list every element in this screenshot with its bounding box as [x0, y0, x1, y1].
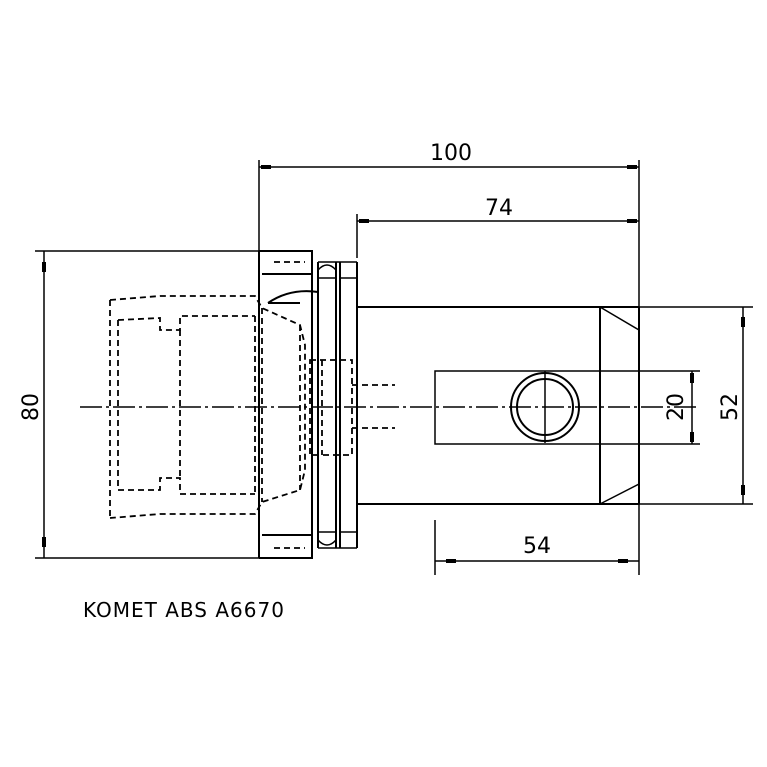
hidden-drive-features: [309, 359, 395, 456]
dimension-label-slot-length: 54: [523, 534, 551, 559]
dimension-label-body-diameter: 52: [718, 393, 743, 421]
dimension-shank-length: 74: [357, 196, 639, 223]
tool-holder-flange: [258, 250, 358, 559]
dimension-label-overall-length: 100: [430, 141, 472, 166]
part-number-caption: KOMET ABS A6670: [83, 598, 285, 622]
dimension-slot-length: 54: [435, 534, 639, 563]
dimension-body-diameter: 52: [718, 307, 745, 504]
dimension-flange-diameter: 80: [19, 251, 46, 558]
dimension-label-flange-diameter: 80: [19, 393, 44, 421]
cross-bore-slot: [434, 370, 601, 445]
dimension-label-shank-length: 74: [485, 196, 513, 221]
hidden-taper-contour: [109, 261, 306, 549]
extension-lines: [35, 160, 753, 575]
dimension-overall-length: 100: [259, 141, 639, 169]
tool-holder-body: [357, 306, 640, 505]
clamping-screw: [510, 371, 580, 443]
